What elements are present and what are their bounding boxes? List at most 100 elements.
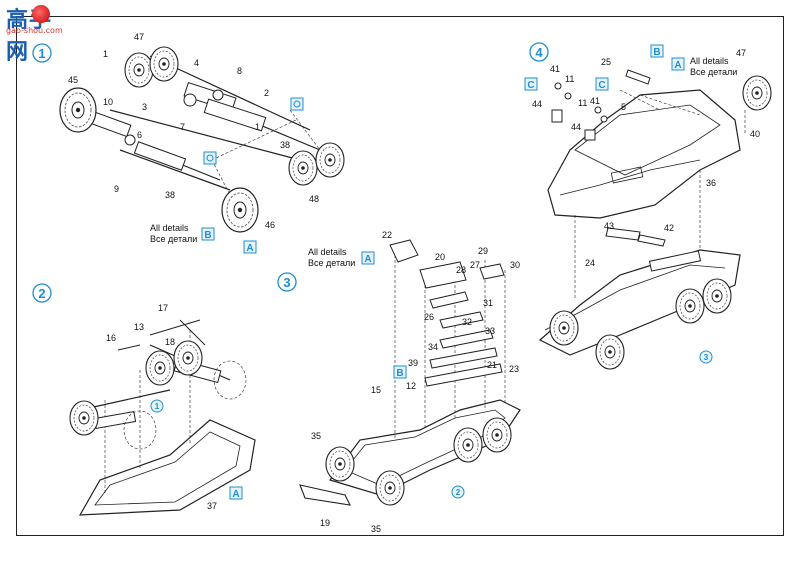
part-label: 30 (510, 260, 520, 270)
part-label: 11 (578, 98, 587, 108)
part-label: 16 (106, 333, 116, 343)
part-label: 26 (424, 312, 434, 322)
badge-b: B (653, 47, 660, 58)
step-ref-badge (150, 399, 164, 413)
part-label: 4 (194, 58, 199, 68)
part-labels-step4: 25 41 11 47 44 41 11 5 40 44 36 43 42 24 (532, 48, 760, 268)
part-label: 24 (585, 258, 595, 268)
screw-badge-icon (290, 97, 304, 111)
badge-c: C (527, 80, 534, 91)
part-label: 1 (103, 49, 108, 59)
part-label: 28 (456, 265, 466, 275)
note-step1-en: All details (150, 223, 189, 233)
step2-ref-label: 1 (155, 402, 160, 411)
part-labels-step3: 22 20 28 29 30 27 26 31 32 33 34 21 23 3… (311, 230, 520, 534)
note-step4-ru: Все детали (690, 67, 737, 77)
part-label: 37 (207, 501, 217, 511)
badge-a: A (246, 243, 253, 254)
part-label: 7 (180, 122, 185, 132)
part-label: 47 (736, 48, 746, 58)
watermark-logo-icon (32, 5, 50, 23)
step-1-circle (32, 43, 52, 63)
step-1-label: 1 (38, 46, 45, 61)
part-labels-step1: 47 1 45 10 3 4 8 2 6 7 1 38 9 38 48 46 (68, 32, 319, 230)
instruction-sheet-frame (16, 16, 784, 536)
letter-badges: B A A A B B A C C (201, 44, 685, 500)
part-label: 18 (165, 337, 175, 347)
step4-ref-label: 3 (704, 353, 709, 362)
part-label: 22 (382, 230, 392, 240)
step-ref-badge (451, 485, 465, 499)
part-label: 41 (590, 96, 600, 106)
part-label: 1 (255, 122, 260, 132)
part-label: 27 (470, 260, 480, 270)
badge-b: B (204, 230, 211, 241)
badge-b: B (396, 368, 403, 379)
part-label: 11 (565, 74, 574, 84)
part-label: 38 (165, 190, 175, 200)
part-label: 35 (371, 524, 381, 534)
part-label: 44 (532, 99, 542, 109)
step-4-circle (529, 42, 549, 62)
step-2-label: 2 (38, 286, 45, 301)
part-label: 35 (311, 431, 321, 441)
part-label: 33 (485, 326, 495, 336)
part-label: 46 (265, 220, 275, 230)
part-label: 10 (103, 97, 113, 107)
step-number-circles: 1 2 3 4 (32, 42, 549, 303)
site-watermark: 高手网 gao-shou.com (2, 2, 74, 65)
part-label: 19 (320, 518, 330, 528)
part-label: 9 (114, 184, 119, 194)
part-label: 31 (483, 298, 493, 308)
step-2-assembly: 1 (69, 319, 256, 516)
part-label: 8 (237, 66, 242, 76)
part-labels-step2: 17 13 16 18 37 (106, 303, 217, 511)
part-label: 3 (142, 102, 147, 112)
part-label: 20 (435, 252, 445, 262)
badge-c: C (598, 80, 605, 91)
part-label: 32 (462, 317, 472, 327)
note-step3-ru: Все детали (308, 258, 355, 268)
part-label: 25 (601, 57, 611, 67)
part-label: 36 (706, 178, 716, 188)
part-label: 34 (428, 342, 438, 352)
step-4-label: 4 (535, 45, 543, 60)
note-step3-en: All details (308, 247, 347, 257)
part-label: 42 (664, 223, 674, 233)
part-label: 38 (280, 140, 290, 150)
step-3-label: 3 (283, 275, 290, 290)
part-label: 29 (478, 246, 488, 256)
part-label: 13 (134, 322, 144, 332)
part-label: 15 (371, 385, 381, 395)
step-1-assembly (59, 46, 345, 233)
note-step1-ru: Все детали (150, 234, 197, 244)
step-3-circle (277, 272, 297, 292)
part-label: 41 (550, 64, 560, 74)
part-label: 40 (750, 129, 760, 139)
part-label: 2 (264, 88, 269, 98)
part-label: 5 (621, 102, 626, 112)
part-label: 44 (571, 122, 581, 132)
part-label: 45 (68, 75, 78, 85)
step-ref-badge (699, 350, 713, 364)
badge-a: A (364, 254, 371, 265)
step3-ref-label: 2 (456, 488, 461, 497)
badge-a: A (232, 489, 239, 500)
screw-badge-icon (203, 151, 217, 165)
note-step4-en: All details (690, 56, 729, 66)
part-label: 17 (158, 303, 168, 313)
notes: All details Все детали All details Все д… (150, 56, 737, 268)
part-label: 6 (137, 130, 142, 140)
part-label: 21 (487, 360, 497, 370)
step-3-assembly: 2 (299, 239, 521, 506)
watermark-url: gao-shou.com (6, 26, 63, 35)
part-label: 23 (509, 364, 519, 374)
badge-a: A (674, 60, 681, 71)
step-2-circle (32, 283, 52, 303)
part-label: 43 (604, 221, 614, 231)
step-4-assembly: 3 (538, 69, 772, 370)
part-label: 48 (309, 194, 319, 204)
part-label: 12 (406, 381, 416, 391)
part-label: 39 (408, 358, 418, 368)
part-label: 47 (134, 32, 144, 42)
